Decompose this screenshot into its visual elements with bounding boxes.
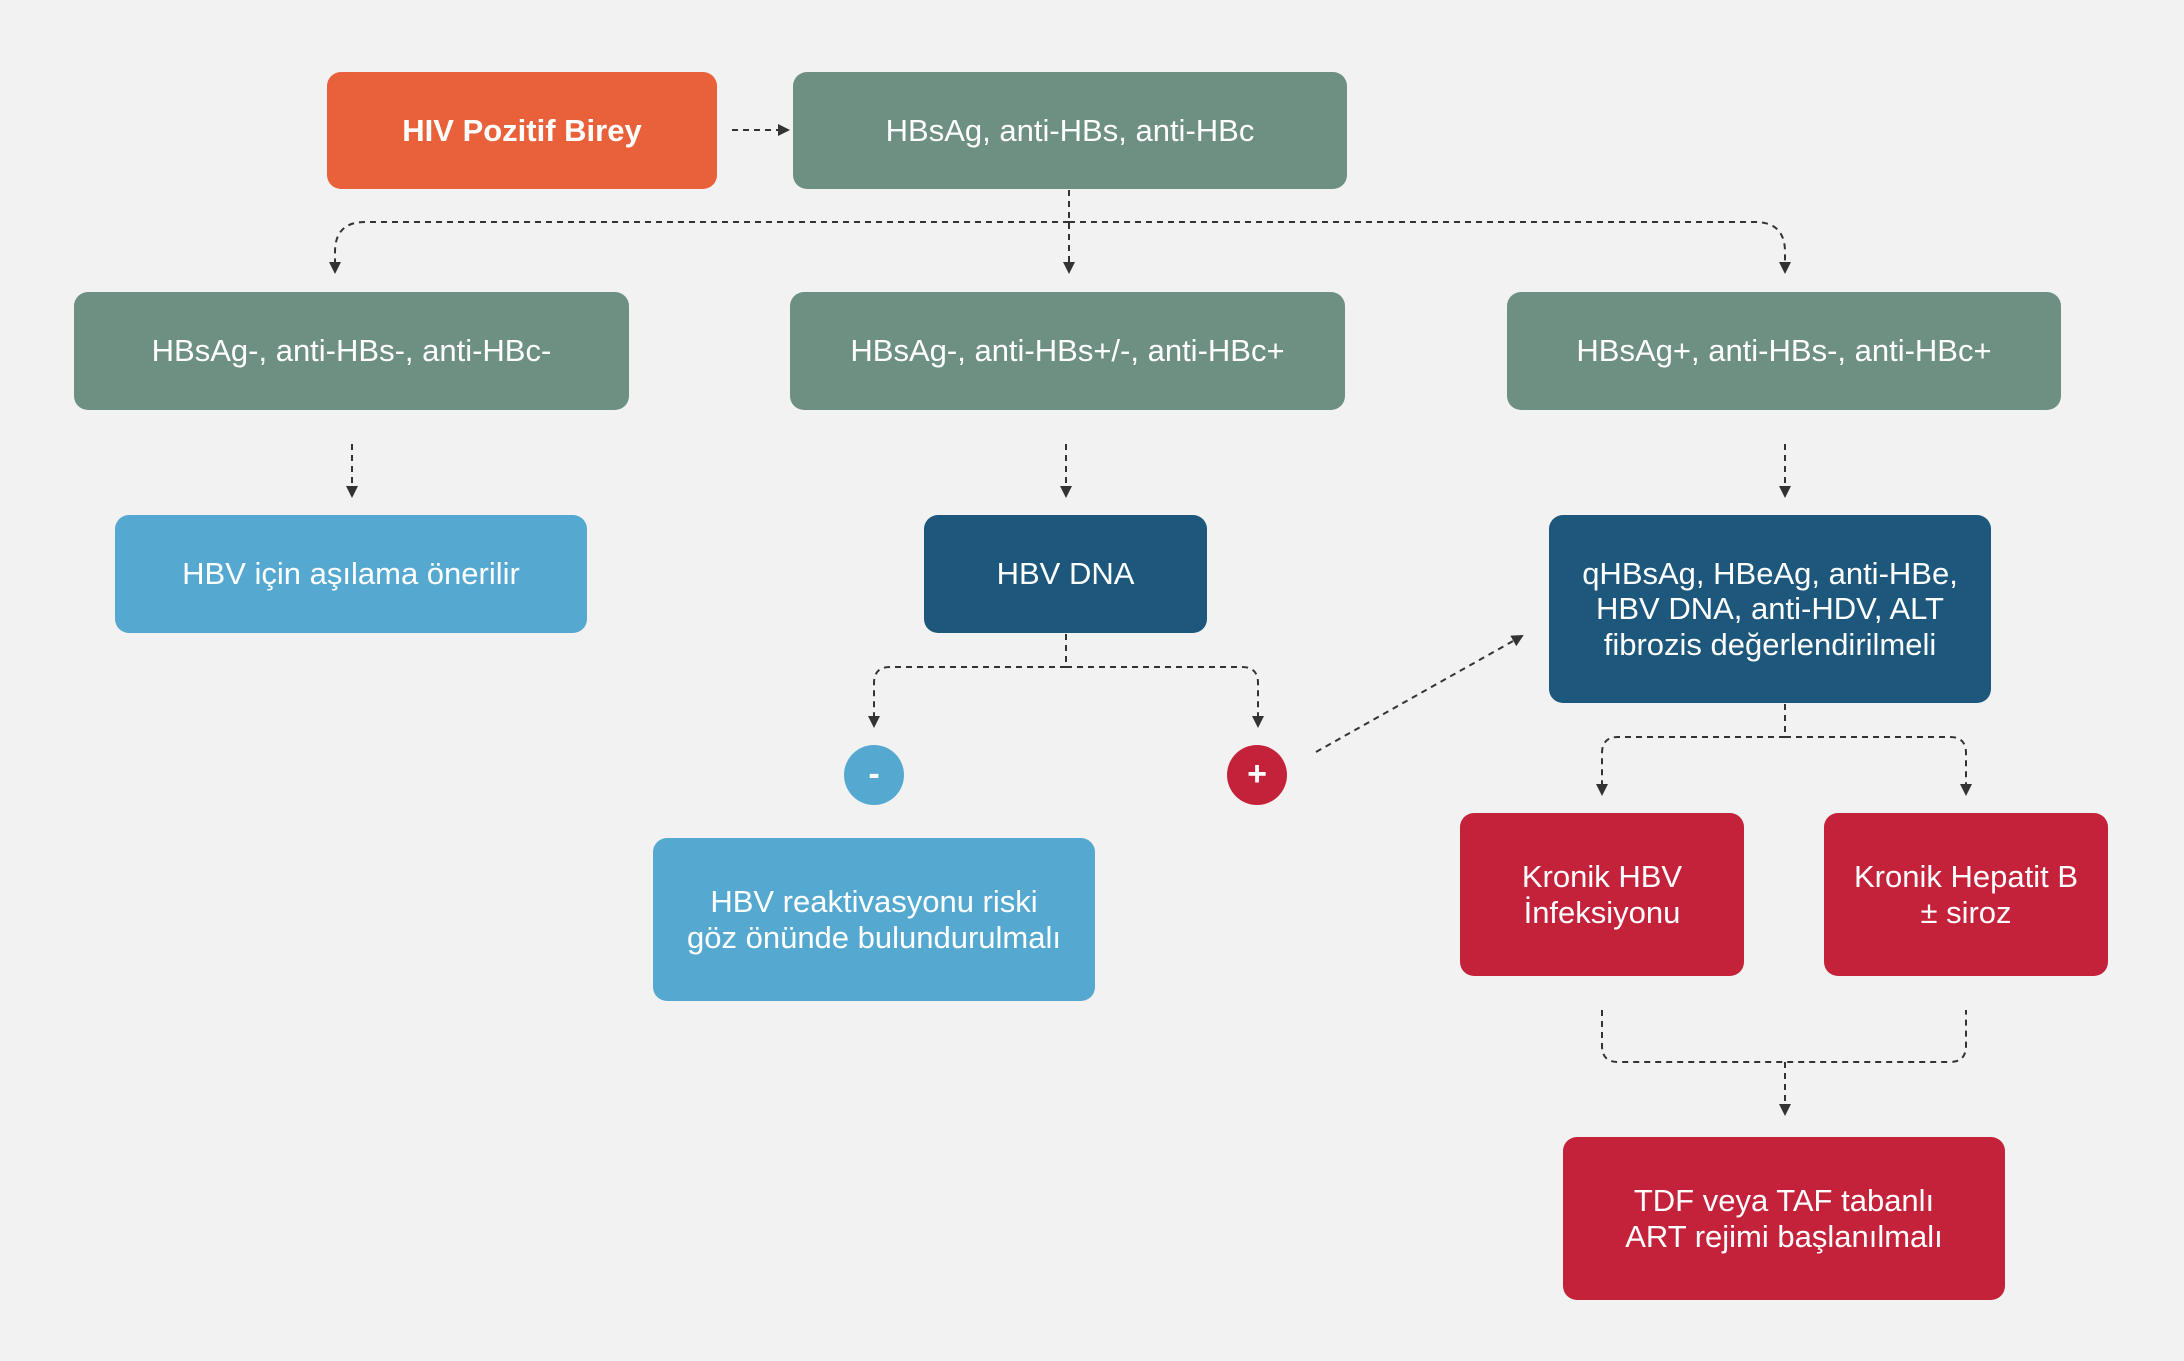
node-text-line-1: Kronik Hepatit B: [1854, 858, 2078, 894]
node-text: HBV için aşılama önerilir: [182, 556, 520, 592]
chronic-infection-node: Kronik HBV İnfeksiyonu: [1460, 813, 1744, 976]
node-text-line-2: İnfeksiyonu: [1523, 894, 1681, 930]
vaccination-node: HBV için aşılama önerilir: [115, 515, 587, 633]
node-text: HBsAg, anti-HBs, anti-HBc: [885, 112, 1255, 148]
node-text-line-1: Kronik HBV: [1521, 858, 1683, 894]
connector-hbvdna-split-right: [1066, 666, 1264, 728]
node-text-line-2: ± siroz: [1920, 894, 2012, 930]
node-text: HIV Pozitif Birey: [402, 112, 642, 148]
node-text-line-2: göz önünde bulundurulmalı: [687, 919, 1061, 955]
node-text: HBsAg+, anti-HBs-, anti-HBc+: [1576, 333, 1992, 369]
connector-merge: [1601, 1010, 1967, 1063]
node-text: HBsAg-, anti-HBs-, anti-HBc-: [151, 333, 552, 369]
node-text: HBsAg-, anti-HBs+/-, anti-HBc+: [850, 333, 1285, 369]
connector-evaluation-split-left: [1596, 704, 1786, 796]
negative-result-badge: -: [844, 745, 904, 805]
screening-tests-node: HBsAg, anti-HBs, anti-HBc: [793, 72, 1347, 189]
connector-positive-to-evaluation: [1315, 635, 1524, 753]
reactivation-risk-node: HBV reaktivasyonu riski göz önünde bulun…: [653, 838, 1095, 1001]
core-positive-node: HBsAg-, anti-HBs+/-, anti-HBc+: [790, 292, 1345, 410]
all-negative-node: HBsAg-, anti-HBs-, anti-HBc-: [74, 292, 629, 410]
evaluation-node: qHBsAg, HBeAg, anti-HBe, HBV DNA, anti-H…: [1549, 515, 1991, 703]
node-text: HBV DNA: [996, 556, 1135, 592]
node-text-line-2: HBV DNA, anti-HDV, ALT: [1595, 591, 1944, 627]
connector-screening-to-left: [329, 221, 1069, 274]
positive-result-badge: +: [1227, 745, 1287, 805]
hiv-positive-node: HIV Pozitif Birey: [327, 72, 717, 189]
node-text-line-3: fibrozis değerlendirilmeli: [1603, 626, 1937, 662]
hbv-dna-node: HBV DNA: [924, 515, 1207, 633]
node-text-line-1: qHBsAg, HBeAg, anti-HBe,: [1582, 555, 1958, 591]
node-text-line-1: HBV reaktivasyonu riski: [710, 883, 1038, 919]
chronic-hepatitis-node: Kronik Hepatit B ± siroz: [1824, 813, 2108, 976]
hbsag-positive-node: HBsAg+, anti-HBs-, anti-HBc+: [1507, 292, 2061, 410]
connector-screening-to-right: [1069, 221, 1791, 274]
treatment-node: TDF veya TAF tabanlı ART rejimi başlanıl…: [1563, 1137, 2005, 1300]
connector-hbvdna-split-left: [868, 634, 1067, 728]
node-text-line-2: ART rejimi başlanılmalı: [1625, 1218, 1943, 1254]
connector-evaluation-split-right: [1785, 736, 1972, 796]
node-text-line-1: TDF veya TAF tabanlı: [1633, 1182, 1935, 1218]
